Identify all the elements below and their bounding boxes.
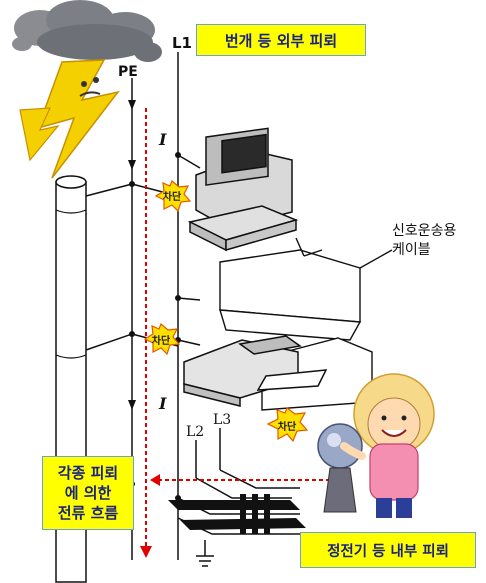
external-lightning-title: 번개 등 외부 피뢰: [196, 24, 366, 56]
cutoff-label-3: 차단: [277, 422, 297, 433]
lightning-bolt-icon: [19, 59, 120, 179]
cutoff-burst-1: [154, 179, 192, 213]
storm-cloud-icon: [12, 0, 162, 62]
cutoff-burst-3: [266, 407, 309, 443]
current-flow-line-2: 에 의한: [64, 484, 112, 502]
current-flow-line-1: 각종 피뢰: [57, 464, 119, 482]
child-with-plasma-ball: [317, 373, 435, 518]
computer-workstation: [187, 127, 299, 252]
pe-label: PE: [118, 64, 138, 80]
bonding-lines: [85, 154, 201, 351]
cutoff-burst-2: [143, 322, 181, 356]
printer-device: [183, 335, 328, 407]
current-symbol-lower: I: [159, 394, 167, 413]
current-direction-arrows: [128, 100, 136, 410]
signal-cable-label-line-2: 케이블: [392, 242, 431, 258]
l1-label: L1: [172, 34, 192, 52]
l2-label: L2: [186, 424, 205, 440]
signal-cable-label-line-1: 신호운송용: [392, 223, 457, 239]
current-symbol-upper: I: [159, 130, 167, 149]
current-flow-path: [145, 108, 330, 548]
internal-protection-label: 정전기 등 내부 피뢰: [300, 532, 476, 568]
cutoff-label-2: 차단: [151, 336, 171, 347]
signal-cable-label: 신호운송용 케이블: [392, 222, 482, 260]
ground-symbol-icon: [196, 540, 214, 567]
cutoff-label-1: 차단: [162, 192, 182, 203]
ground-bar: [168, 494, 306, 534]
current-flow-label-box: 각종 피뢰 에 의한 전류 흐름: [42, 456, 134, 530]
flow-arrowheads: [140, 474, 160, 558]
current-flow-line-3: 전류 흐름: [57, 504, 119, 522]
l3-label: L3: [213, 412, 232, 428]
